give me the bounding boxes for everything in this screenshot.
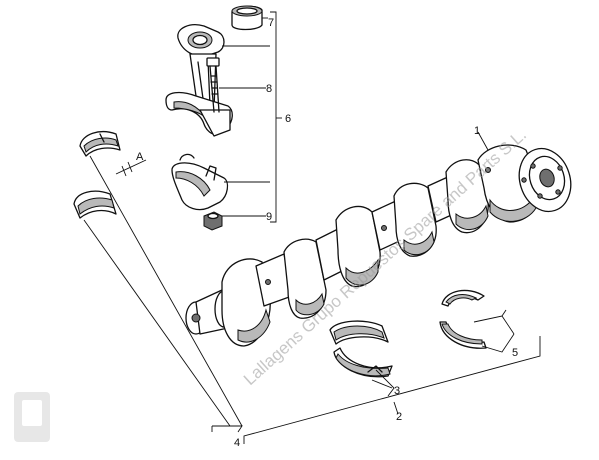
- thrust-washer-lower: [439, 321, 487, 349]
- group-leader-3: [371, 369, 395, 397]
- group-leader-4: [83, 155, 243, 433]
- callout-7: 7: [268, 17, 274, 29]
- callout-2: 2: [396, 411, 402, 423]
- watermark-logo: [14, 392, 50, 442]
- callout-8: 8: [266, 83, 272, 95]
- group-leader-2: [243, 336, 541, 444]
- callout-9: 9: [266, 211, 272, 223]
- group-leader-5: [473, 309, 515, 353]
- callout-1: 1: [474, 125, 480, 137]
- callout-6: 6: [285, 113, 291, 125]
- thrust-washer-upper: [441, 289, 485, 307]
- rod-bolt: [206, 57, 220, 113]
- rod-nut: [203, 211, 223, 231]
- main-bearing-shell-upper-3: [329, 320, 389, 345]
- callout-3: 3: [394, 385, 400, 397]
- main-bearing-shell-lower: [73, 190, 117, 219]
- small-end-bushing: [231, 5, 263, 31]
- crankshaft: [185, 131, 572, 347]
- group-bracket-6: [219, 11, 282, 223]
- rod-bearing-cap: [171, 153, 229, 211]
- main-bearing-shell-upper: [79, 131, 121, 157]
- dimension-a: [115, 159, 147, 177]
- main-bearing-shell-lower-3: [333, 347, 393, 378]
- callout-a: A: [136, 151, 144, 163]
- callout-4: 4: [234, 437, 240, 449]
- callout-5: 5: [512, 347, 518, 359]
- connecting-rod: [165, 24, 233, 137]
